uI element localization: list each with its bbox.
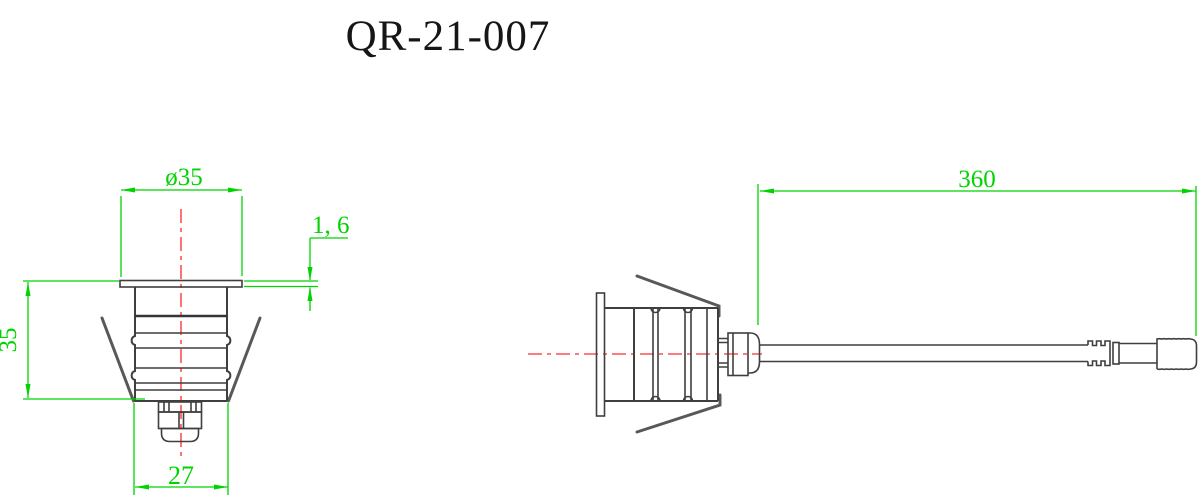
front-view: ø35 1, 6 35 27 <box>0 164 350 495</box>
dim-bottom-width-label: 27 <box>168 461 194 490</box>
front-body <box>130 287 232 402</box>
front-flange <box>119 279 243 288</box>
side-flange <box>595 292 606 417</box>
drawing-title: QR-21-007 <box>346 13 551 60</box>
dim-bottom-width: 27 <box>133 403 229 495</box>
dim-diameter-label: ø35 <box>165 164 203 191</box>
dim-height: 35 <box>0 280 145 400</box>
dim-diameter: ø35 <box>120 164 243 277</box>
cable-band <box>1112 341 1120 365</box>
arrow-right-icon <box>214 484 228 490</box>
cable-rib-feature <box>1087 340 1111 367</box>
dim-height-label: 35 <box>0 328 22 353</box>
dim-flange-thickness-label: 1, 6 <box>312 212 350 239</box>
dim-cable-length-label: 360 <box>958 166 996 193</box>
front-cable-gland <box>157 401 203 443</box>
arrow-right-icon <box>1182 188 1196 194</box>
arrow-left-icon <box>135 484 149 490</box>
cable-end-connector <box>1156 337 1198 371</box>
side-cable <box>759 344 1088 363</box>
arrow-up-icon <box>25 282 31 296</box>
cable-sleeve <box>1119 342 1157 364</box>
dim-cable-length: 360 <box>757 166 1197 336</box>
arrow-down-icon <box>25 384 31 398</box>
front-spring-clips <box>100 316 262 403</box>
arrow-left-icon <box>121 187 135 193</box>
side-cable-gland <box>718 332 761 377</box>
side-body <box>604 307 719 402</box>
dim-flange-thickness: 1, 6 <box>244 212 350 311</box>
side-view: 360 <box>528 166 1198 434</box>
arrow-right-icon <box>228 187 242 193</box>
arrow-down-icon <box>307 267 313 281</box>
arrow-left-icon <box>760 188 774 194</box>
arrow-up-icon <box>307 286 313 301</box>
